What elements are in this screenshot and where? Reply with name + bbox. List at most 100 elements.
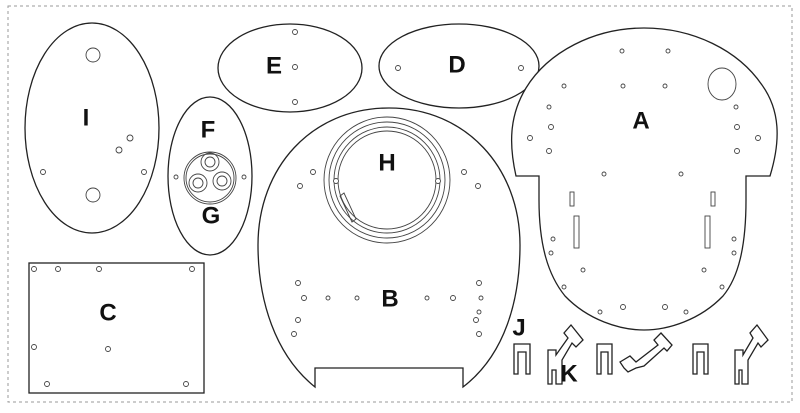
part-a-hole (731, 236, 737, 242)
part-b-hole (475, 183, 481, 189)
part-c-label: C (99, 300, 116, 327)
part-a-large-hole (707, 67, 737, 101)
part-a-hole (734, 124, 740, 130)
part-f-disc-center (204, 156, 216, 168)
part-a-hole (662, 83, 668, 89)
part-c-hole (96, 266, 102, 272)
part-a-hole (561, 284, 567, 290)
part-b-hole (333, 178, 339, 184)
part-a-hole (683, 309, 689, 315)
part-i-hole (85, 47, 101, 63)
part-d-hole (518, 65, 524, 71)
part-a-hole (620, 304, 626, 310)
part-j-clip (692, 343, 709, 375)
part-a-outline (510, 27, 778, 331)
part-a-hole (755, 135, 761, 141)
part-a-hole (734, 148, 740, 154)
part-b-hole (478, 295, 484, 301)
part-b-hole (354, 295, 360, 301)
part-h-outer-ring (323, 116, 451, 244)
part-j: J (512, 315, 709, 375)
part-a-hole (546, 148, 552, 154)
part-fg: F G (167, 96, 253, 256)
part-fg-outline (167, 96, 253, 256)
part-e-hole (292, 64, 298, 70)
part-b-hole (476, 309, 482, 315)
part-c: C (28, 262, 205, 394)
part-i-hole (40, 169, 46, 175)
part-g-disc (188, 173, 208, 193)
part-d: D (378, 23, 540, 109)
part-b: H B (257, 107, 521, 389)
part-i-hole (85, 187, 101, 203)
part-a-hole (527, 135, 533, 141)
part-k-bracket (547, 323, 584, 385)
part-b-hole (476, 280, 482, 286)
part-g-disc-center (216, 175, 228, 187)
part-i-hole (115, 146, 123, 154)
part-c-hole (31, 266, 37, 272)
part-b-hole (295, 280, 301, 286)
part-j-clip (596, 343, 613, 375)
part-b-hole (435, 178, 441, 184)
part-c-hole (44, 381, 50, 387)
part-e: E (217, 23, 363, 113)
part-fg-hole (173, 174, 179, 180)
part-i-hole (126, 134, 134, 142)
part-h-label: H (378, 150, 395, 177)
part-g-disc (212, 171, 232, 191)
part-a-label: A (632, 108, 649, 135)
part-f-disc (200, 152, 220, 172)
part-a-slot (569, 191, 575, 207)
part-a-hole (546, 104, 552, 110)
part-a-hole (548, 124, 554, 130)
sheet-border (7, 5, 793, 403)
part-h-slot (339, 192, 357, 223)
part-a-hole (619, 48, 625, 54)
part-c-hole (183, 381, 189, 387)
part-b-hole (473, 317, 479, 323)
part-b-hole (325, 295, 331, 301)
part-b-hole (424, 295, 430, 301)
part-b-outline (257, 107, 521, 389)
part-e-hole (292, 99, 298, 105)
part-a-hole (733, 104, 739, 110)
part-b-hole (461, 169, 467, 175)
part-c-outline (28, 262, 205, 394)
part-j-label: J (512, 315, 525, 342)
part-h-ring (328, 121, 446, 239)
part-b-hole (295, 317, 301, 323)
part-a-hole (665, 48, 671, 54)
part-j-clip (513, 343, 531, 375)
part-a-hole (701, 267, 707, 273)
part-g-disc-center (192, 177, 204, 189)
part-d-outline (378, 23, 540, 109)
part-a-hole (662, 304, 668, 310)
part-a-hole (548, 250, 554, 256)
part-d-hole (395, 65, 401, 71)
part-e-hole (292, 29, 298, 35)
part-b-label: B (381, 286, 398, 313)
part-e-label: E (266, 53, 282, 80)
part-c-hole (105, 346, 111, 352)
part-a-hole (580, 267, 586, 273)
part-a-hole (601, 171, 607, 177)
part-b-hole (301, 295, 307, 301)
part-e-outline (217, 23, 363, 113)
part-a-slot (704, 215, 711, 249)
part-i-label: I (83, 105, 90, 132)
part-c-hole (31, 344, 37, 350)
part-g-label: G (202, 203, 221, 230)
part-c-hole (189, 266, 195, 272)
part-i-hole (141, 169, 147, 175)
part-fg-hole-ring (185, 153, 235, 203)
part-b-hole (450, 295, 456, 301)
part-a-slot (710, 191, 716, 207)
part-fg-hole-ring (183, 151, 237, 205)
part-k: K (547, 323, 769, 388)
part-d-label: D (448, 52, 465, 79)
part-a-hole (597, 309, 603, 315)
part-k-bracket (619, 332, 673, 373)
part-a-hole (561, 83, 567, 89)
